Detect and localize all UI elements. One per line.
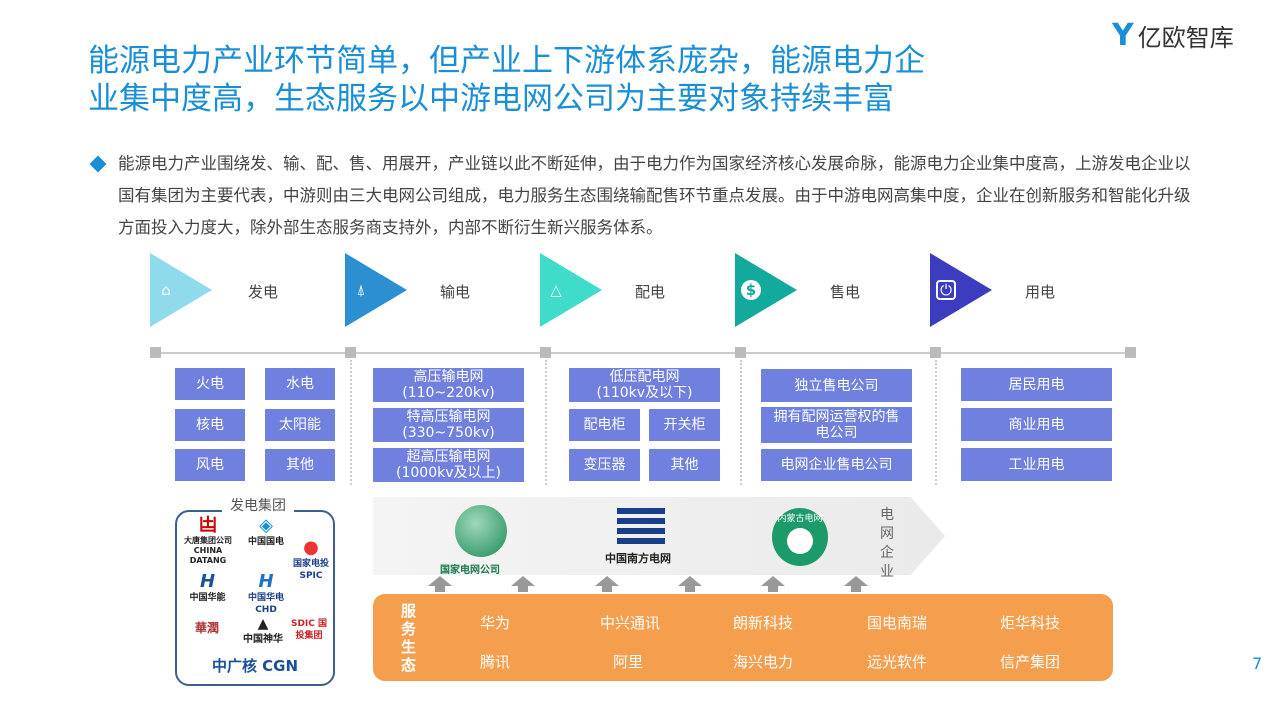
divider	[935, 360, 937, 485]
service-provider: 海兴电力	[733, 653, 794, 671]
stage-label: 用电	[1025, 283, 1056, 301]
distribution-item: 变压器	[569, 449, 640, 481]
transmission-item: 高压输电网(110~220kv)	[373, 368, 524, 402]
distribution-item: 开关柜	[649, 409, 720, 441]
usage-item: 工业用电	[961, 448, 1112, 481]
distribution-item: 其他	[649, 449, 720, 481]
timeline-line	[155, 352, 1130, 354]
timeline-marker	[1125, 347, 1136, 358]
inner-mongolia-grid-logo-icon: 内蒙古电网	[772, 508, 828, 566]
cgn-logo: 中广核 CGN	[211, 657, 299, 675]
up-arrow-icon	[678, 576, 702, 592]
sdic-logo: SDIC 国投集团	[290, 619, 328, 641]
timeline-marker	[735, 347, 746, 358]
transmission-item: 超高压输电网(1000kv及以上)	[373, 448, 524, 482]
warning-triangle-icon: △	[550, 281, 562, 299]
service-ecosystem-panel	[373, 594, 1113, 681]
stage-generation: ⌂	[150, 253, 212, 327]
service-provider: 华为	[480, 614, 511, 632]
distribution-item: 配电柜	[569, 409, 640, 441]
up-arrow-icon	[428, 576, 452, 592]
stage-label: 售电	[830, 283, 861, 301]
stage-label: 发电	[248, 283, 279, 301]
timeline-marker	[540, 347, 551, 358]
up-arrow-icon	[844, 576, 868, 592]
generation-item: 其他	[265, 449, 335, 481]
stage-sales: $	[735, 253, 797, 327]
usage-item: 商业用电	[961, 408, 1112, 441]
up-arrow-icon	[511, 576, 535, 592]
stage-label: 输电	[440, 283, 471, 301]
up-arrow-icon	[595, 576, 619, 592]
generation-item: 太阳能	[265, 409, 335, 441]
transmission-item: 特高压输电网(330~750kv)	[373, 408, 524, 442]
page-number: 7	[1252, 654, 1263, 673]
state-grid-logo-icon	[455, 505, 507, 557]
service-ecosystem-label: 服务生态	[401, 602, 417, 674]
service-provider: 炬华科技	[1000, 614, 1061, 632]
generation-item: 核电	[175, 409, 245, 441]
spic-logo: ●国家电投 SPIC	[292, 537, 329, 582]
grid-enterprise-label: 电网企业	[880, 507, 894, 580]
guodian-logo: ◈中国国电	[247, 515, 284, 548]
sales-item: 电网企业售电公司	[761, 449, 912, 481]
divider	[545, 360, 547, 485]
divider	[740, 360, 742, 485]
stage-distribution: △	[540, 253, 602, 327]
timeline-marker	[150, 347, 161, 358]
stage-transmission: ⍋	[345, 253, 407, 327]
power-tower-icon: ⍋	[356, 281, 366, 299]
huarun-logo: 華潤	[194, 621, 219, 635]
usage-item: 居民用电	[961, 368, 1112, 401]
timeline-marker	[930, 347, 941, 358]
divider	[350, 360, 352, 485]
distribution-item: 低压配电网(110kv及以下)	[569, 368, 720, 402]
service-provider: 远光软件	[867, 653, 928, 671]
diamond-bullet-icon	[89, 155, 107, 173]
generation-group-title: 发电集团	[222, 495, 294, 515]
generation-item: 风电	[175, 449, 245, 481]
service-provider: 中兴通讯	[600, 614, 661, 632]
page-title: 能源电力产业环节简单，但产业上下游体系庞杂，能源电力企业集中度高，生态服务以中游…	[88, 43, 925, 117]
dollar-icon: $	[741, 280, 761, 300]
stage-label: 配电	[635, 283, 666, 301]
timeline-marker	[345, 347, 356, 358]
southern-grid-name: 中国南方电网	[605, 552, 671, 565]
stage-usage: ⏻	[930, 253, 992, 327]
sales-item: 拥有配网运营权的售电公司	[761, 407, 912, 443]
generation-item: 水电	[265, 368, 335, 400]
service-provider: 腾讯	[480, 653, 511, 671]
up-arrow-icon	[761, 576, 785, 592]
service-provider: 国电南瑞	[867, 614, 928, 632]
service-provider: 朗新科技	[733, 614, 794, 632]
shenhua-logo: ▲中国神华	[243, 616, 283, 645]
sales-item: 独立售电公司	[761, 369, 912, 402]
generation-item: 火电	[175, 368, 245, 400]
state-grid-name: 国家电网公司	[440, 565, 500, 576]
power-icon: ⏻	[936, 280, 956, 300]
service-provider: 阿里	[613, 653, 644, 671]
brand-mark-icon: Y	[1112, 18, 1134, 53]
southern-grid-logo-icon	[617, 508, 665, 544]
factory-icon: ⌂	[161, 281, 171, 299]
bullet-paragraph: 能源电力产业围绕发、输、配、售、用展开，产业链以此不断延伸，由于电力作为国家经济…	[89, 148, 1202, 244]
datang-logo: 凷大唐集团公司 CHINA DATANG	[184, 515, 232, 566]
brand-name: 亿欧智库	[1137, 24, 1234, 52]
service-provider: 信产集团	[1000, 653, 1061, 671]
inner-mongolia-grid-name: 内蒙古电网	[777, 514, 823, 524]
